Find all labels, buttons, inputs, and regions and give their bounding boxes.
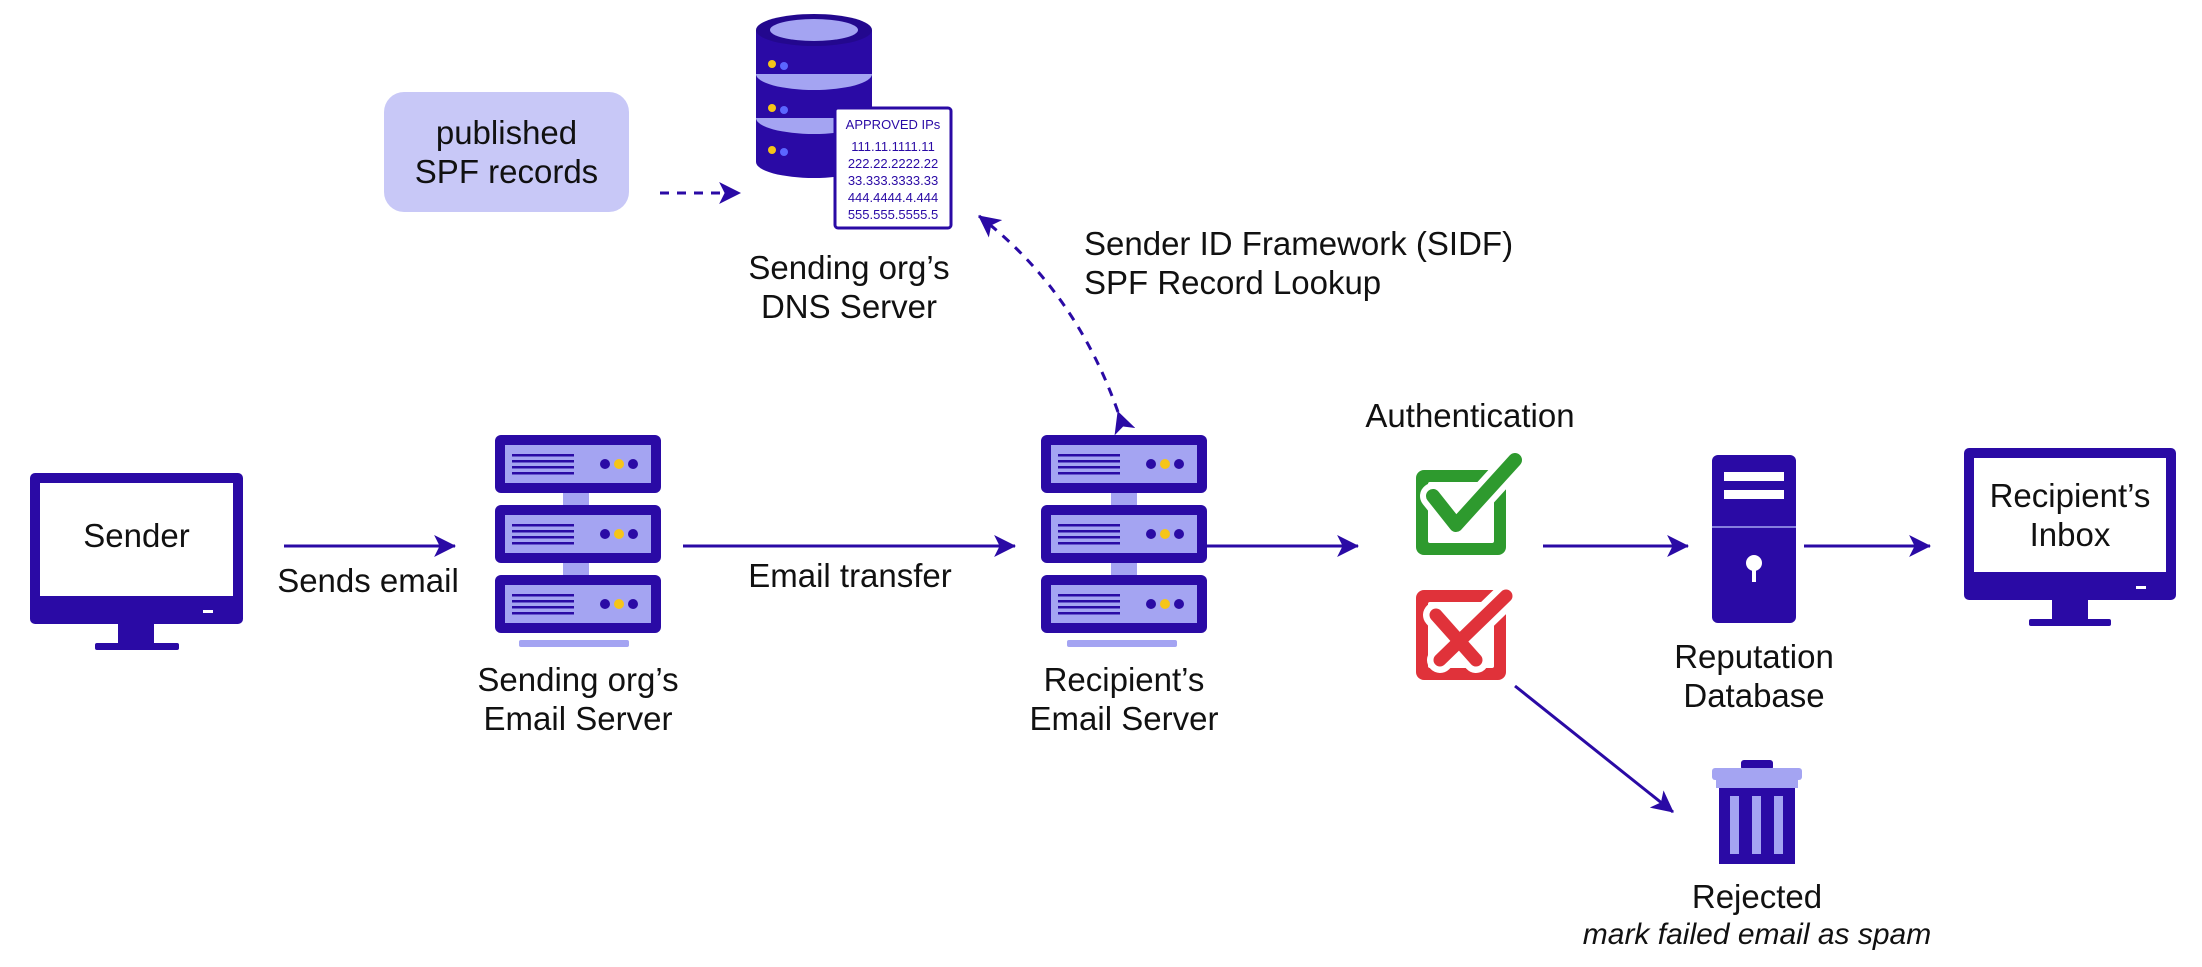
sidf-label-line1: Sender ID Framework (SIDF) bbox=[1084, 225, 1514, 262]
inbox-monitor-icon bbox=[1964, 448, 2176, 626]
approved-ips-title: APPROVED IPs bbox=[846, 117, 941, 132]
sender-monitor-icon bbox=[30, 473, 243, 650]
check-mark-icon bbox=[1416, 447, 1528, 555]
reject-x-icon bbox=[1416, 583, 1519, 680]
spf-pill-line2: SPF records bbox=[414, 153, 599, 190]
connectors bbox=[284, 182, 1932, 814]
reputation-database-icon bbox=[1712, 455, 1796, 623]
approved-ip: 555.555.5555.5 bbox=[848, 207, 938, 222]
sends-email-label: Sends email bbox=[277, 562, 459, 599]
dns-server-label-line2: DNS Server bbox=[760, 288, 938, 325]
email-transfer-label: Email transfer bbox=[748, 557, 952, 594]
dns-server-label-line1: Sending org’s bbox=[748, 249, 950, 286]
sending-server-label-line2: Email Server bbox=[483, 700, 673, 737]
approved-ip: 222.22.2222.22 bbox=[848, 156, 938, 171]
rejected-sublabel: mark failed email as spam bbox=[1582, 918, 1932, 951]
recipient-email-server-icon bbox=[1041, 435, 1207, 647]
approved-ip: 33.333.3333.33 bbox=[848, 173, 938, 188]
recipient-email-server-label: Recipient’s Email Server bbox=[984, 660, 1264, 738]
approved-ip: 111.11.1111.11 bbox=[851, 139, 935, 154]
inbox-label-line2: Inbox bbox=[2029, 516, 2111, 553]
reputation-database-label: Reputation Database bbox=[1624, 637, 1884, 715]
arrow-sidf-lookup bbox=[978, 214, 1136, 436]
dns-server-label: Sending org’s DNS Server bbox=[714, 248, 984, 326]
spf-pill-line1: published bbox=[435, 114, 578, 151]
approved-ips-card: APPROVED IPs 111.11.1111.11 222.22.2222.… bbox=[833, 106, 953, 230]
sending-email-server-label: Sending org’s Email Server bbox=[438, 660, 718, 738]
sidf-label: Sender ID Framework (SIDF) SPF Record Lo… bbox=[1084, 224, 1513, 302]
sidf-label-line2: SPF Record Lookup bbox=[1084, 264, 1382, 301]
published-spf-records-pill: published SPF records bbox=[384, 92, 629, 212]
approved-ip: 444.4444.4.444 bbox=[848, 190, 938, 205]
sending-server-label-line1: Sending org’s bbox=[477, 661, 679, 698]
recipient-server-label-line1: Recipient’s bbox=[1043, 661, 1205, 698]
inbox-label-line1: Recipient’s bbox=[1989, 477, 2151, 514]
rejected-label: Rejected bbox=[1691, 878, 1823, 915]
authentication-label: Authentication bbox=[1365, 397, 1575, 434]
arrow-auth-to-rejected bbox=[1514, 684, 1674, 814]
trash-can-icon bbox=[1712, 760, 1802, 864]
recipient-server-label-line2: Email Server bbox=[1029, 700, 1219, 737]
sending-email-server-icon bbox=[495, 435, 661, 647]
spf-pill-label: published SPF records bbox=[415, 113, 598, 191]
reputation-label-line2: Database bbox=[1683, 677, 1825, 714]
sender-label: Sender bbox=[83, 517, 190, 554]
reputation-label-line1: Reputation bbox=[1674, 638, 1834, 675]
inbox-label: Recipient’s Inbox bbox=[1974, 476, 2166, 554]
